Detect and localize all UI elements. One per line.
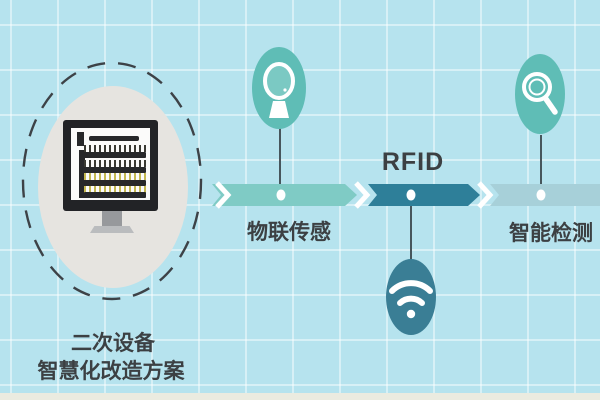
screen-bar [84, 192, 146, 198]
bottom-edge-strip [0, 393, 600, 400]
monitor-stand-base [90, 226, 134, 233]
stage-label-detect: 智能检测 [509, 222, 593, 245]
screen-knob-shape [77, 132, 84, 146]
chevron-separator-icon [215, 181, 232, 209]
screen-bar [84, 180, 146, 186]
monitor-illustration [63, 120, 158, 211]
magnifying-glass-icon [515, 54, 565, 134]
chevron-separator-icon [354, 181, 371, 209]
screen-bar [84, 152, 146, 158]
monitor-screen [71, 128, 150, 200]
webcam-icon [252, 47, 306, 129]
screen-tick-row [84, 160, 146, 167]
timeline-node-dot [536, 189, 546, 201]
monitor-stand-neck [102, 211, 122, 227]
screen-tick-row [84, 145, 146, 152]
dashed-highlight-circle [21, 61, 203, 301]
scheme-title-line1: 二次设备 [71, 332, 155, 355]
timeline-node-dot [276, 189, 286, 201]
stage-label-rfid: RFID [381, 148, 445, 176]
timeline-segment-2 [368, 184, 480, 206]
screen-slider-bar [89, 136, 139, 141]
stage-label-iot: 物联传感 [247, 221, 331, 244]
scheme-title-line2: 智慧化改造方案 [37, 360, 185, 383]
screen-tick-row-yellow [84, 173, 146, 180]
chevron-separator-icon [477, 181, 494, 209]
screen-tick-row-yellow [84, 186, 146, 193]
wifi-icon [386, 259, 436, 335]
screen-vertical-bus [79, 150, 85, 198]
screen-bar [84, 167, 146, 173]
timeline-node-dot [406, 189, 416, 201]
